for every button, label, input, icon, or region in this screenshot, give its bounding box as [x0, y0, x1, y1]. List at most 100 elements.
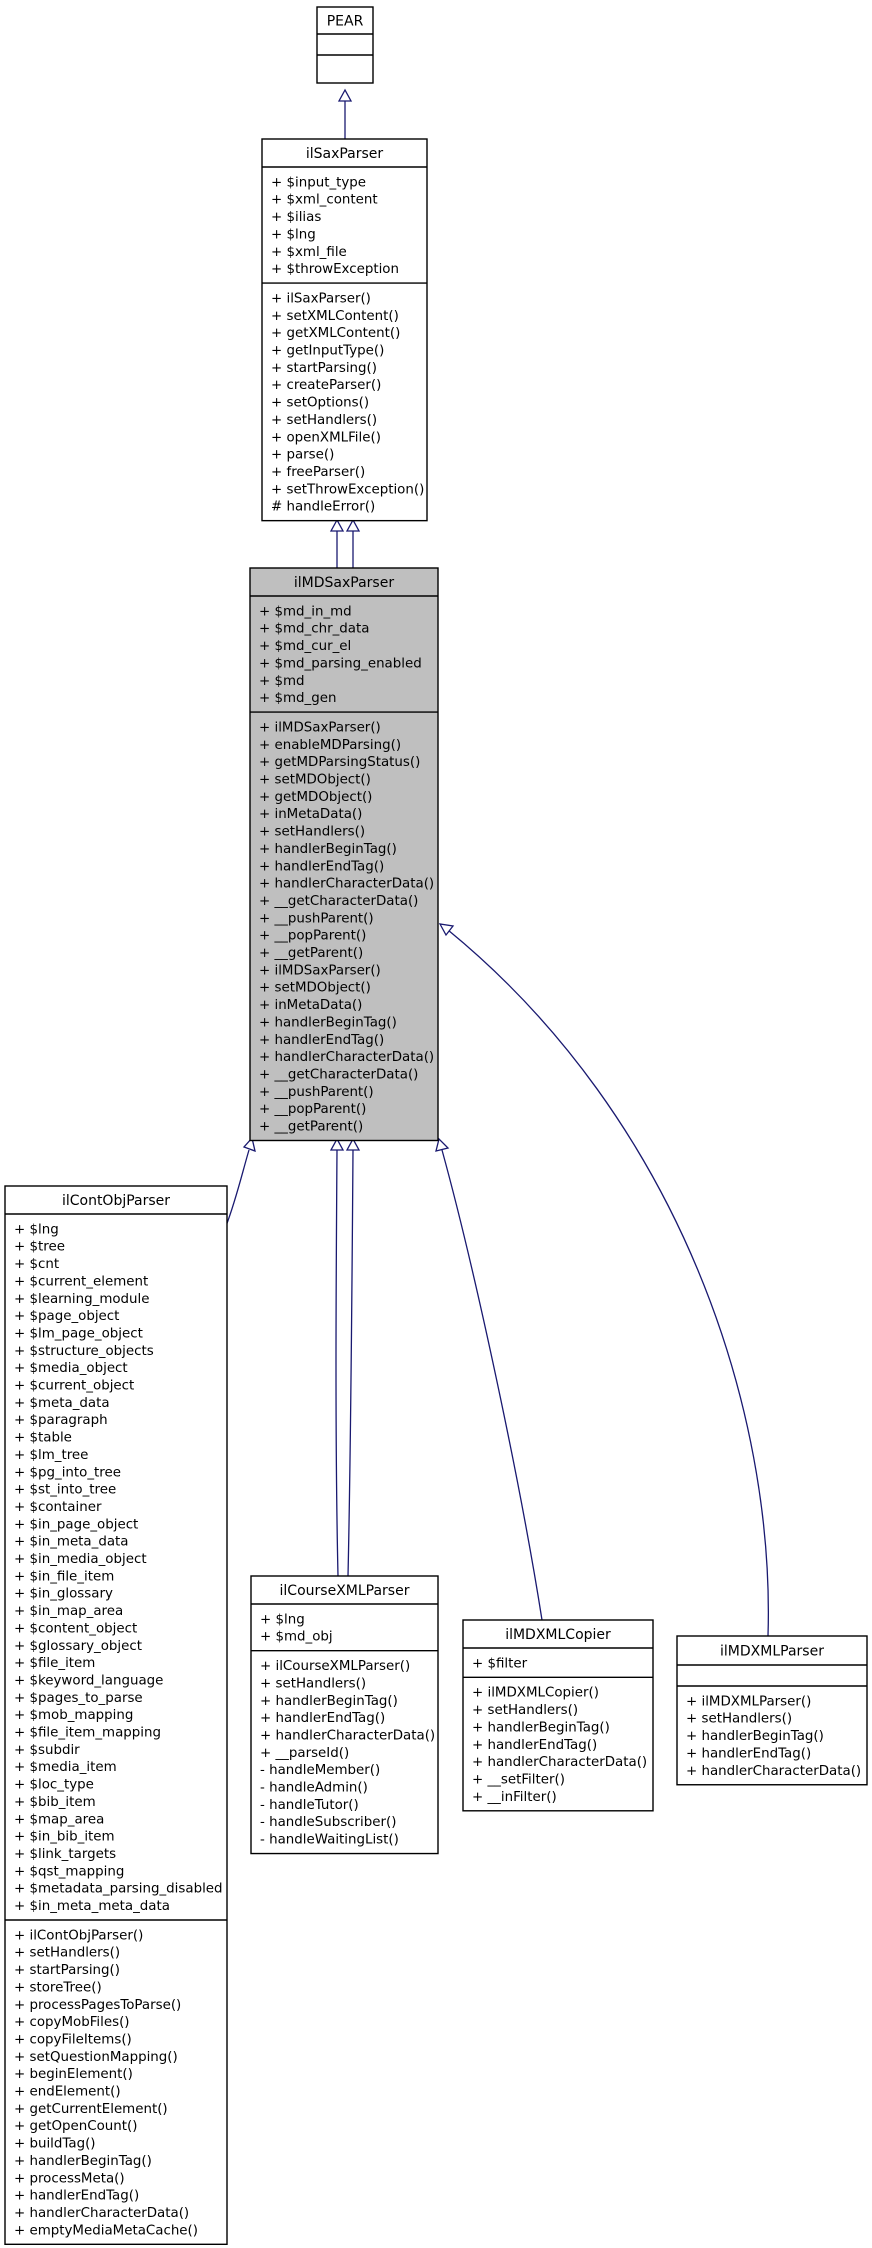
attribute-item: + $media_object: [14, 1361, 128, 1376]
method-item: + setXMLContent(): [271, 309, 399, 324]
class-title: ilMDXMLCopier: [505, 1627, 611, 1643]
class-box-ilcontobjparser[interactable]: ilContObjParser+ $lng+ $tree+ $cnt+ $cur…: [4, 1185, 228, 2246]
class-box-ilcoursexmlparser[interactable]: ilCourseXMLParser+ $lng+ $md_obj+ ilCour…: [250, 1575, 439, 1855]
method-item: + __getParent(): [259, 946, 363, 961]
method-item: + setThrowException(): [271, 482, 424, 497]
inheritance-arrow-ilsaxparser-b: [345, 518, 361, 532]
method-item: - handleWaitingList(): [260, 1833, 399, 1848]
method-item: + getCurrentElement(): [14, 2102, 168, 2117]
class-boxes: PEAR ilSaxParser+ $input_type+ $xml_conte…: [4, 6, 868, 2246]
class-title: ilSaxParser: [306, 146, 384, 162]
method-item: + handlerCharacterData(): [260, 1728, 435, 1743]
attribute-item: + $in_meta_data: [14, 1535, 129, 1550]
attribute-item: + $map_area: [14, 1812, 104, 1827]
attribute-item: + $metadata_parsing_disabled: [14, 1882, 223, 1897]
method-item: + handlerBeginTag(): [14, 2154, 152, 2169]
method-item: + processPagesToParse(): [14, 1998, 181, 2013]
method-item: + handlerEndTag(): [686, 1746, 811, 1761]
attribute-item: + $link_targets: [14, 1847, 116, 1862]
method-item: + __getCharacterData(): [259, 1067, 418, 1082]
method-item: + storeTree(): [14, 1980, 102, 1995]
method-item: + getMDObject(): [259, 790, 372, 805]
attribute-item: + $cnt: [14, 1257, 59, 1272]
attribute-item: + $lng: [260, 1612, 305, 1627]
method-item: + handlerBeginTag(): [259, 1015, 397, 1030]
class-box-ilsaxparser[interactable]: ilSaxParser+ $input_type+ $xml_content+ …: [261, 138, 428, 522]
method-item: + __pushParent(): [259, 911, 374, 926]
attribute-item: + $in_file_item: [14, 1569, 114, 1584]
attribute-item: + $md_obj: [260, 1630, 333, 1645]
attribute-item: + $md_parsing_enabled: [259, 656, 422, 671]
class-box-ilmdxmlparser[interactable]: ilMDXMLParser+ ilMDXMLParser()+ setHandl…: [676, 1635, 868, 1786]
method-item: + setHandlers(): [259, 825, 365, 840]
attribute-item: + $lng: [14, 1222, 59, 1237]
method-item: + freeParser(): [271, 465, 365, 480]
method-item: + __parseId(): [260, 1746, 349, 1761]
attribute-item: + $filter: [472, 1656, 528, 1671]
attribute-item: + $file_item_mapping: [14, 1726, 161, 1741]
class-box-frame: [676, 1635, 868, 1786]
edge-ilmdxmlparser-ilmdsaxparser: [447, 929, 770, 1637]
class-box-ilmdxmlcopier[interactable]: ilMDXMLCopier + $filter + ilMDXMLCopier() +…: [462, 1619, 654, 1812]
attribute-item: + $ilias: [271, 210, 321, 225]
class-box-frame: [250, 1575, 439, 1855]
attribute-item: + $tree: [14, 1240, 65, 1255]
inheritance-edges: [225, 88, 770, 1637]
method-item: - handleSubscriber(): [260, 1815, 396, 1830]
method-item: + __getParent(): [259, 1120, 363, 1135]
attribute-item: + $subdir: [14, 1743, 80, 1758]
method-item: + inMetaData(): [259, 998, 362, 1013]
attribute-item: + $glossary_object: [14, 1639, 142, 1654]
method-item: + setHandlers(): [260, 1676, 366, 1691]
method-item: + handlerEndTag(): [259, 1033, 384, 1048]
method-item: + parse(): [271, 448, 334, 463]
method-item: + ilCourseXMLParser(): [260, 1659, 410, 1674]
inheritance-arrow-ilmdxmlparser: [438, 923, 455, 937]
class-box-ilmdsaxparser[interactable]: ilMDSaxParser+ $md_in_md+ $md_chr_data+ …: [249, 567, 439, 1142]
attribute-item: + $current_element: [14, 1274, 148, 1289]
attribute-item: + $table: [14, 1431, 72, 1446]
method-item: + buildTag(): [14, 2137, 96, 2152]
class-title: PEAR: [327, 14, 364, 30]
attribute-item: + $pages_to_parse: [14, 1691, 143, 1706]
attribute-item: + $in_bib_item: [14, 1830, 115, 1845]
method-item: + inMetaData(): [259, 807, 362, 822]
attribute-item: + $paragraph: [14, 1413, 108, 1428]
method-item: + copyFileItems(): [14, 2032, 132, 2047]
inheritance-arrow-ilcoursexmlparser-b: [345, 1137, 361, 1151]
method-item: + ilMDXMLCopier(): [472, 1686, 599, 1701]
method-item: + beginElement(): [14, 2067, 133, 2082]
method-item: + setHandlers(): [271, 413, 377, 428]
class-box-pear[interactable]: PEAR: [316, 6, 374, 84]
method-item: + setMDObject(): [259, 773, 371, 788]
method-item: + handlerCharacterData(): [472, 1755, 647, 1770]
attribute-item: + $learning_module: [14, 1292, 150, 1307]
class-title: ilMDSaxParser: [294, 575, 394, 591]
attribute-item: + $md_cur_el: [259, 639, 351, 654]
method-item: + endElement(): [14, 2085, 121, 2100]
class-box-frame: [316, 6, 374, 84]
attribute-item: + $xml_content: [271, 193, 378, 208]
method-item: + handlerEndTag(): [472, 1738, 597, 1753]
attribute-item: + $in_map_area: [14, 1604, 123, 1619]
class-box-frame: [4, 1185, 228, 2246]
attribute-item: + $xml_file: [271, 245, 347, 260]
attribute-item: + $lng: [271, 227, 316, 242]
method-item: + setHandlers(): [14, 1946, 120, 1961]
attribute-item: + $in_page_object: [14, 1517, 138, 1532]
method-item: + handlerBeginTag(): [260, 1694, 398, 1709]
method-item: + ilMDSaxParser(): [259, 720, 381, 735]
method-item: + ilMDSaxParser(): [259, 963, 381, 978]
attribute-item: + $structure_objects: [14, 1344, 154, 1359]
method-item: - handleAdmin(): [260, 1781, 368, 1796]
inheritance-arrow-ilsaxparser-a: [329, 518, 345, 532]
attribute-item: + $media_item: [14, 1760, 117, 1775]
method-item: + createParser(): [271, 378, 381, 393]
attribute-item: + $lm_tree: [14, 1448, 88, 1463]
attribute-item: + $current_object: [14, 1379, 134, 1394]
method-item: # handleError(): [271, 500, 375, 515]
method-item: + setHandlers(): [686, 1712, 792, 1727]
method-item: + setHandlers(): [472, 1703, 578, 1718]
attribute-item: + $md_in_md: [259, 604, 352, 619]
method-item: + getInputType(): [271, 344, 384, 359]
